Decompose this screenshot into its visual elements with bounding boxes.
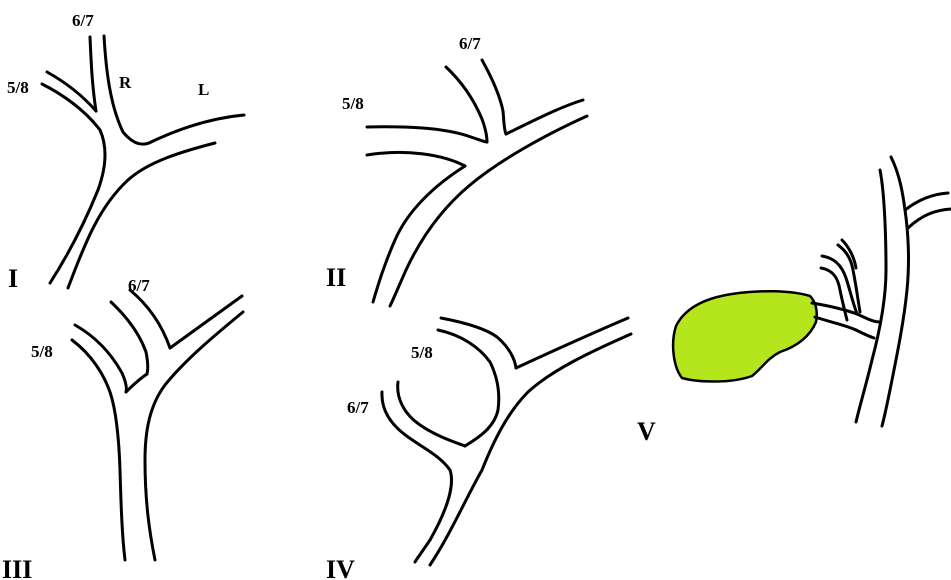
- type-2-common-duct-right-wall: [388, 114, 589, 308]
- type-1-duct-6-7-left-wall: [88, 35, 98, 113]
- type-2-label-6-7: 6/7: [459, 34, 481, 53]
- type-1-label-right: R: [119, 73, 132, 92]
- type-5-cystic-duct-lower-wall: [813, 315, 858, 332]
- type-3-left-duct-upper-wall: [168, 294, 244, 350]
- type-3-duct-6-7-right-wall: [128, 288, 172, 350]
- type-2-duct-6-7-right-wall: [480, 58, 508, 136]
- type-4-label-6-7: 6/7: [347, 398, 369, 417]
- type-1-duct-5-8-lower-wall: [40, 82, 107, 285]
- type-4-duct-6-7-upper-wall: [396, 380, 467, 448]
- type-5-accessory-duct-branch-3: [836, 243, 862, 314]
- type-4-label: IV: [326, 555, 355, 580]
- type-5-common-duct-right-wall: [880, 155, 910, 428]
- type-4-left-duct-upper-wall: [514, 316, 630, 370]
- type-5-left-branch-wall: [903, 191, 950, 212]
- type-4-right-duct-upper-wall: [439, 316, 518, 370]
- type-1-duct-6-7-right-wall: [102, 34, 151, 146]
- gallbladder: [671, 289, 818, 383]
- type-2-label: II: [326, 263, 346, 292]
- variant-type-5: V: [637, 155, 951, 446]
- type-5-accessory-duct-branch-2: [819, 266, 849, 322]
- type-1-label-6-7: 6/7: [72, 11, 94, 30]
- type-3-junction-wall: [124, 372, 149, 394]
- type-1-label-left: L: [198, 80, 209, 99]
- type-2-duct-5-8-upper-wall: [365, 125, 489, 144]
- type-5-accessory-duct-branch-4: [840, 238, 858, 270]
- type-2-common-duct-left-wall: [371, 164, 467, 304]
- type-1-duct-5-8-upper-wall: [45, 70, 98, 113]
- type-3-label-6-7: 6/7: [128, 276, 150, 295]
- type-2-duct-6-7-left-wall: [444, 65, 489, 144]
- type-4-duct-6-7-lower-wall: [380, 390, 453, 564]
- type-5-left-branch-lower-wall: [906, 207, 951, 230]
- type-3-duct-5-8-lower-wall: [70, 338, 127, 562]
- variant-type-4: 5/8 6/7 IV: [326, 316, 633, 580]
- type-5-common-duct-left-wall: [854, 168, 888, 424]
- type-1-common-duct-right-wall: [66, 141, 217, 290]
- type-4-label-5-8: 5/8: [411, 343, 433, 362]
- variant-type-1: 6/7 5/8 R L I: [7, 11, 246, 293]
- type-1-label-5-8: 5/8: [7, 78, 29, 97]
- variant-type-2: 6/7 5/8 II: [326, 34, 589, 308]
- type-5-junction-lower-wall: [854, 328, 876, 340]
- type-5-cystic-duct-upper-wall: [810, 301, 859, 316]
- type-2-label-5-8: 5/8: [342, 94, 364, 113]
- type-3-label: III: [2, 555, 32, 580]
- type-3-duct-6-7-left-wall: [109, 300, 150, 376]
- type-2-duct-5-8-lower-wall: [365, 150, 467, 168]
- type-1-left-duct-upper-wall: [147, 113, 246, 145]
- variant-type-3: 6/7 5/8 III: [2, 276, 245, 580]
- type-1-label: I: [8, 264, 18, 293]
- type-5-junction-upper-wall: [855, 312, 882, 324]
- type-3-duct-5-8-upper-wall: [73, 323, 128, 394]
- type-5-accessory-duct-branch-1: [820, 254, 859, 316]
- type-2-left-duct-upper-wall: [504, 98, 585, 136]
- type-3-label-5-8: 5/8: [31, 342, 53, 361]
- type-4-common-duct-right-wall: [428, 332, 633, 567]
- type-3-common-duct-right-wall: [143, 310, 245, 562]
- type-4-duct-5-8-wall: [436, 328, 501, 448]
- type-5-label: V: [637, 417, 656, 446]
